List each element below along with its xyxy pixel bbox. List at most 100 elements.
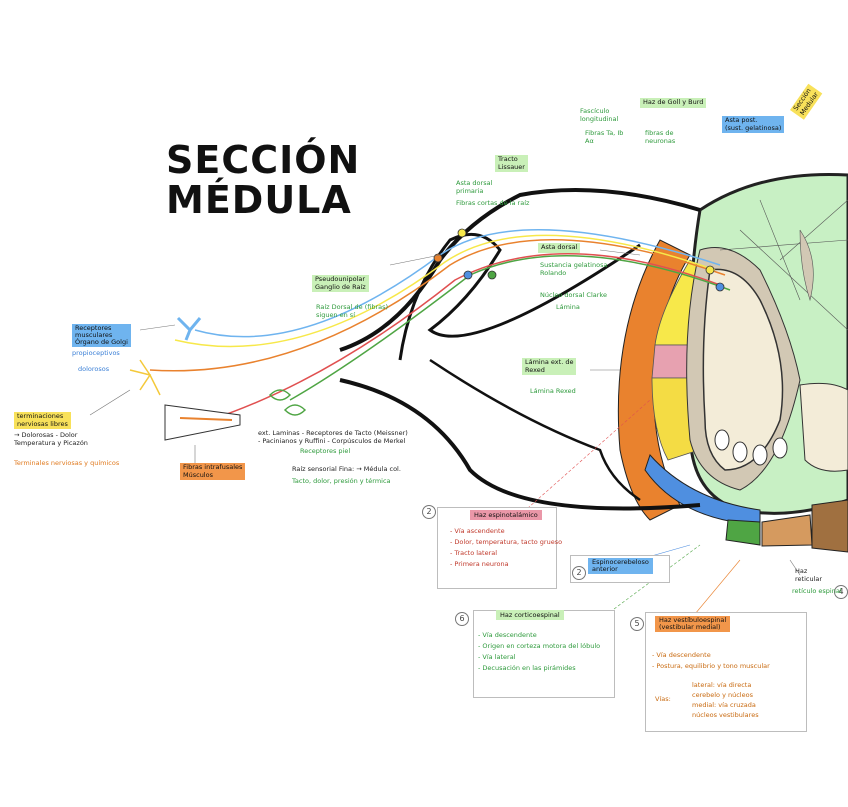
green-tract — [725, 519, 761, 546]
box-vestibulospinal-sublist: lateral: vía directa cerebelo y núcleos … — [692, 680, 759, 720]
muscle-fibers-label: Fibras intrafusales Músculos — [180, 463, 246, 480]
label-line: fibras de — [645, 129, 674, 137]
tan-tract — [761, 514, 813, 547]
tactile-receptors-sub: Receptores piel — [300, 447, 351, 455]
label-line: ext. Laminas - Receptores de Tacto (Meis… — [258, 429, 408, 437]
label-line: terminaciones — [17, 412, 64, 420]
label-line: Rexed — [525, 365, 545, 374]
label-line: Asta dorsal — [456, 179, 493, 187]
label-line: anterior — [592, 565, 618, 573]
label-line: Temperatura y Picazón — [14, 438, 88, 447]
label-line: longitudinal — [580, 114, 619, 123]
label-line: Músculos — [183, 470, 213, 479]
label-line: Rolando — [540, 268, 567, 277]
box-corticospinal-list: - Vía descendente - Origen en corteza mo… — [478, 630, 600, 674]
fasciculo-box: Haz de Goll y Burd — [640, 98, 707, 108]
label-line: Lissauer — [498, 162, 525, 171]
list-item: - Postura, equilibrio y tono muscular — [652, 662, 770, 670]
label-line: nerviosas libres — [17, 419, 68, 428]
label-line: Fascículo — [580, 107, 610, 115]
label-line: Asta post. — [725, 116, 758, 124]
label-line: → Dolorosas - Dolor — [14, 431, 78, 439]
ganglion-sub: Raíz Dorsal de (fibras) siguen en sí — [316, 303, 389, 319]
box-vestibulospinal — [645, 612, 807, 732]
box-vestibulospinal-list: - Vía descendente - Postura, equilibrio … — [652, 650, 770, 672]
label-line: Haz — [795, 567, 808, 575]
dorsal-horn-box: Asta dorsal — [538, 243, 581, 253]
box-vestibulospinal-title: Haz vestíbuloespinal (vestibular medial) — [655, 616, 731, 632]
tactile-receptors: ext. Laminas - Receptores de Tacto (Meis… — [258, 429, 408, 445]
receptor-muscle-sub: propioceptivos — [72, 349, 120, 357]
ventral-root-outline — [339, 378, 701, 511]
posterior-horn-box: Asta post. (sust. gelatinosa) — [722, 116, 785, 133]
list-item: medial: vía cruzada — [692, 701, 756, 709]
list-item: lateral: vía directa — [692, 681, 752, 689]
list-item: - Tracto lateral — [450, 549, 498, 557]
list-item: - Vía lateral — [478, 653, 516, 661]
box-vestibulospinal-number: 5 — [630, 617, 644, 631]
muscle-spindle — [164, 404, 241, 441]
box-spinocerebellar-number: 2 — [572, 566, 586, 580]
dorsal-horn-sub2: Núcleo dorsal Clarke — [540, 291, 607, 299]
diagram-title: SECCIÓN MÉDULA — [166, 140, 360, 220]
fasciculo-sub: Fibras Ta, Ib Aα — [585, 129, 624, 145]
box-spinocerebellar-title: Espinocerebeloso anterior — [588, 558, 653, 574]
box-spinothalamic — [437, 507, 557, 589]
box-vestibulospinal-sub-left: Vías: — [655, 695, 671, 703]
receptor-muscle-sub2: dolorosos — [78, 365, 110, 373]
list-item: - Vía descendente — [652, 651, 711, 659]
tactile-receptors-2: Raíz sensorial Fina: → Médula col. — [292, 465, 401, 473]
title-line-1: SECCIÓN — [166, 138, 361, 182]
dorsal-horn-sub3: Lámina — [556, 303, 580, 311]
label-line: siguen en sí — [316, 310, 355, 319]
label-line: Raíz Dorsal de (fibras) — [316, 303, 389, 311]
central-region — [799, 382, 848, 472]
receptor-muscle-label: Receptores musculares Órgano de Golgi — [72, 324, 131, 347]
label-line: Lámina ext. de — [525, 358, 574, 366]
free-nerve-endings-sub2: Terminales nerviosas y químicos — [14, 459, 120, 467]
label-line: Fibras Ta, Ib — [585, 129, 624, 137]
label-line: Espinocerebeloso — [592, 558, 649, 566]
dorsal-root-outline — [339, 188, 701, 352]
title-line-2: MÉDULA — [166, 178, 352, 222]
label-line: Fibras intrafusales — [183, 463, 243, 471]
brown-tract — [811, 499, 848, 553]
label-line: (vestibular medial) — [659, 623, 721, 631]
lateral-box: Lámina ext. de Rexed — [522, 358, 577, 375]
root-inner — [429, 358, 641, 502]
label-line: neuronas — [645, 136, 676, 145]
neuron-ovals — [714, 429, 788, 466]
label-line: (sust. gelatinosa) — [725, 123, 782, 132]
list-item: - Origen en corteza motora del lóbulo — [478, 642, 601, 650]
list-item: - Vía ascendente — [450, 527, 505, 535]
white-matter-lines — [719, 199, 848, 331]
label-line: Receptores — [75, 324, 112, 332]
red-cells-label: fibras de neuronas — [645, 129, 676, 145]
box-corticospinal-number: 6 — [455, 612, 469, 626]
label-line: Órgano de Golgi — [75, 338, 128, 346]
free-nerve-endings-sub: → Dolorosas - Dolor Temperatura y Picazó… — [14, 431, 88, 447]
box-reticular-title: Haz reticular — [795, 567, 823, 583]
list-item: - Primera neurona — [450, 560, 509, 568]
label-line: Pseudounipolar — [315, 275, 366, 283]
label-line: - Pacinianos y Ruffini - Corpúsculos de … — [258, 436, 406, 445]
list-item: - Dolor, temperatura, tacto grueso — [450, 538, 563, 546]
fasciculo-label: Fascículo longitudinal — [580, 107, 619, 123]
label-line: reticular — [795, 574, 823, 583]
label-line: Ganglio de Raíz — [315, 282, 366, 291]
lateral-sub: Lámina Rexed — [530, 387, 576, 395]
receptor-drawings — [129, 316, 307, 416]
label-line: Sustancia gelatinosa — [540, 261, 608, 269]
box-reticular-sub: retículo espinal — [792, 587, 842, 595]
free-nerve-endings-label: terminaciones nerviosas libres — [14, 412, 71, 429]
box-spinothalamic-number: 2 — [422, 505, 436, 519]
list-item: núcleos vestibulares — [692, 711, 759, 719]
box-spinothalamic-title: Haz espinotalámico — [470, 510, 542, 520]
list-item: - Decusación en las pirámides — [478, 664, 576, 672]
box-corticospinal-title: Haz corticoespinal — [496, 610, 564, 620]
lissauer-box: Tracto Lissauer — [495, 155, 528, 172]
box-corticospinal — [473, 610, 615, 698]
list-item: - Vía descendente — [478, 631, 537, 639]
ganglion-cells — [433, 228, 725, 292]
